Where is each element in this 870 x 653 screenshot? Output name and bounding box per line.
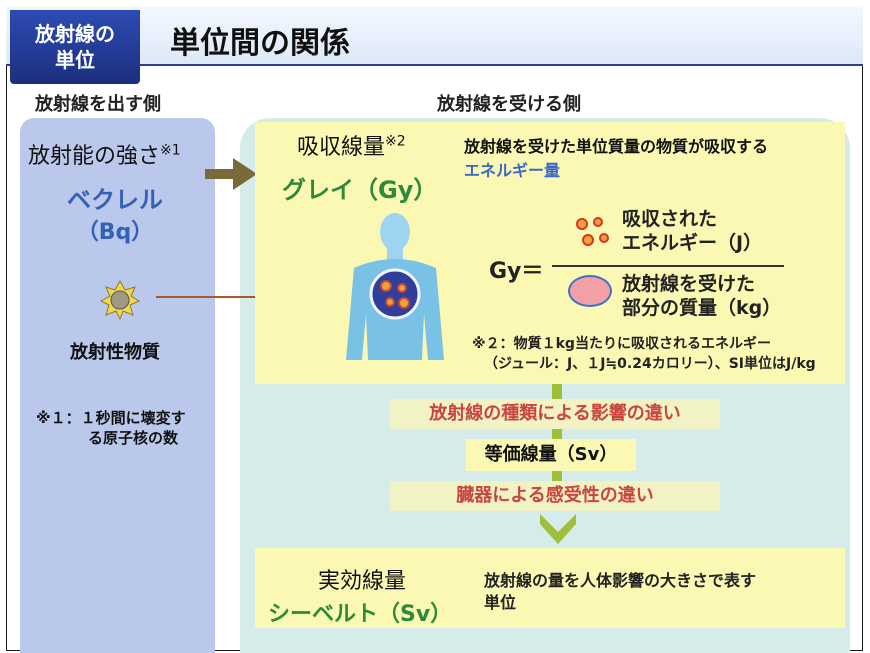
flow-connector-2 (552, 429, 562, 439)
denominator: 放射線を受けた 部分の質量（kg） (622, 272, 781, 320)
effective-description-line-1: 放射線の量を人体影響の大きさで表す (484, 571, 757, 590)
emitter-panel (20, 118, 215, 653)
absorbed-definition-line-2: エネルギー量 (464, 161, 561, 180)
badge-line-1: 放射線の (35, 22, 115, 46)
chevron-down-icon (540, 514, 576, 544)
organ-sensitivity-factor: 臓器による感受性の違い (390, 481, 720, 511)
flow-connector-1 (552, 384, 562, 399)
human-body-icon (346, 213, 444, 360)
formula-gy: Gy＝ (489, 259, 544, 284)
activity-heading: 放射能の強さ※1 (28, 138, 181, 170)
section-badge: 放射線の 単位 (10, 10, 140, 84)
connector-line (156, 296, 256, 298)
absorbed-note-mark: ※2 (385, 133, 406, 150)
numerator-line-2: エネルギー（J） (622, 232, 763, 254)
becquerel-symbol: （Bq） (76, 220, 154, 245)
gray-unit: グレイ（Gy） (282, 176, 438, 204)
badge-line-2: 単位 (55, 48, 95, 72)
denominator-line-1: 放射線を受けた (622, 273, 756, 295)
radioactive-substance-icon (100, 280, 140, 320)
becquerel-name: ベクレル (67, 186, 163, 214)
effective-description-line-2: 単位 (484, 593, 517, 612)
substance-label: 放射性物質 (70, 342, 160, 363)
footnote-1-line-2: る原子核の数 (88, 429, 179, 447)
footnote-1: ※１：１秒間に壊変す る原子核の数 (36, 408, 186, 448)
absorbed-dose-text: 吸収線量 (297, 135, 386, 160)
effective-dose-heading: 実効線量 (318, 569, 407, 594)
denominator-line-2: 部分の質量（kg） (622, 297, 782, 319)
effective-dose-box (255, 548, 845, 628)
activity-note-mark: ※1 (160, 142, 181, 159)
absorbed-dose-heading: 吸収線量※2 (297, 129, 406, 161)
absorbed-definition-line-1: 放射線を受けた単位質量の物質が吸収する (464, 137, 769, 156)
header-bar (6, 6, 863, 66)
activity-text: 放射能の強さ (28, 144, 161, 169)
footnote-2: ※２：物質１kg当たりに吸収されるエネルギー （ジュール：J、１J≒0.24カロ… (472, 334, 816, 374)
radiation-type-factor: 放射線の種類による影響の違い (390, 399, 720, 429)
footnote-2-line-1: ※２：物質１kg当たりに吸収されるエネルギー (472, 336, 771, 352)
emitter-label: 放射線を出す側 (25, 88, 171, 118)
mass-oval-icon (568, 275, 612, 307)
energy-burst-icon (576, 217, 609, 246)
equivalent-dose: 等価線量（Sv） (466, 439, 636, 471)
flow-connector-3 (552, 471, 562, 481)
page-title: 単位間の関係 (170, 26, 350, 61)
fraction-bar (552, 265, 784, 267)
numerator: 吸収された エネルギー（J） (622, 207, 762, 255)
footnote-1-line-1: ※１：１秒間に壊変す (36, 409, 186, 427)
numerator-line-1: 吸収された (622, 208, 718, 230)
sievert-unit: シーベルト（Sv） (268, 602, 453, 627)
receiver-label: 放射線を受ける側 (427, 88, 591, 118)
effective-description: 放射線の量を人体影響の大きさで表す 単位 (484, 570, 756, 614)
right-arrow-icon (205, 158, 257, 190)
footnote-2-line-2: （ジュール：J、１J≒0.24カロリー）、SI単位はJ/kg (484, 356, 816, 372)
